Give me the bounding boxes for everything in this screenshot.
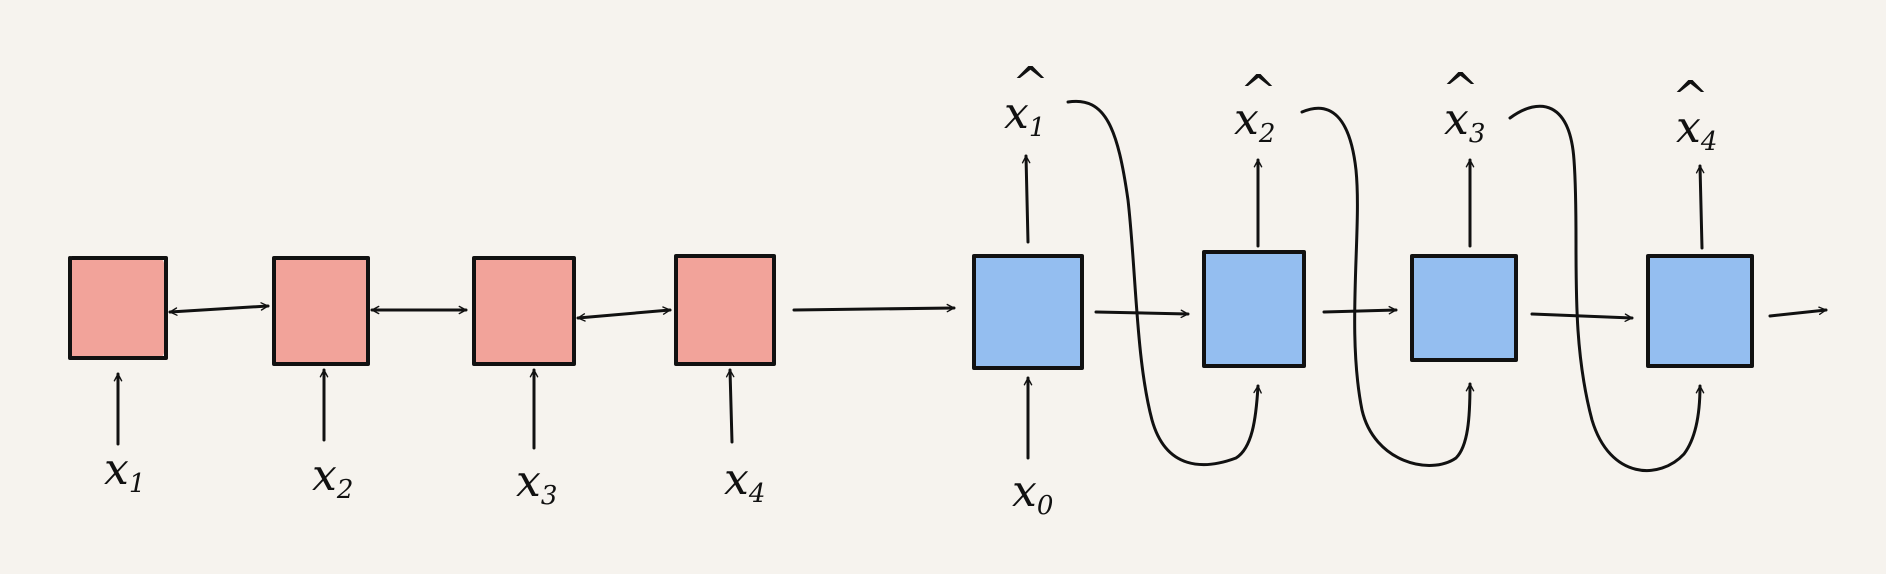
encoder-cell-4: [674, 254, 776, 366]
decoder-cell-outline: [1410, 254, 1518, 362]
decoder-cell-1: [972, 254, 1084, 370]
input-label-x3: x3: [516, 456, 557, 511]
output-label-text: x3: [1444, 94, 1485, 149]
decoder-cell-outline: [972, 254, 1084, 370]
output-label-xhat3: ^ x3: [1442, 64, 1485, 149]
decoder-output-arrow: [1768, 306, 1828, 318]
feedback-loop-1: [1066, 99, 1262, 467]
output-arrow-1: [1021, 154, 1031, 244]
input-label-x1: x1: [104, 444, 145, 499]
decoder-cell-outline: [1646, 254, 1754, 368]
encoder-cell-fill: [474, 258, 574, 364]
encoder-cell-fill: [70, 258, 164, 358]
decoder-cell-fill: [974, 256, 1082, 368]
encoder-cell-outline: [674, 254, 776, 366]
hat-mark: ^: [1442, 64, 1479, 115]
hat-mark: ^: [1672, 72, 1709, 123]
decoder-cell-fill: [1648, 256, 1752, 366]
input-label-x0: x0: [1012, 466, 1053, 521]
decoder-arrow-2-3: [1322, 305, 1398, 315]
hat-mark: ^: [1012, 58, 1049, 109]
decoder-arrow-3-4: [1530, 312, 1634, 323]
decoder-cell-fill: [1412, 256, 1516, 360]
encoder-cell-outline: [68, 256, 168, 360]
encoder-cell-2: [272, 256, 370, 366]
encoder-cell-1: [68, 256, 168, 360]
decoder-cell-2: [1202, 250, 1306, 368]
encoder-cell-3: [472, 256, 576, 366]
output-label-xhat2: ^ x2: [1234, 66, 1277, 149]
output-label-text: x2: [1234, 94, 1275, 149]
output-label-xhat1: ^ x1: [1004, 58, 1049, 143]
hat-mark: ^: [1240, 66, 1277, 117]
decoder-cell-fill: [1204, 252, 1304, 366]
input-arrow-4: [725, 368, 735, 444]
encoder-cell-outline: [272, 256, 370, 366]
feedback-loop-3: [1508, 104, 1705, 473]
decoder-cell-outline: [1202, 250, 1306, 368]
context-arrow: [792, 303, 956, 313]
output-label-text: x1: [1004, 88, 1045, 143]
encoder-cell-fill: [274, 258, 368, 364]
output-label-text: x4: [1676, 102, 1717, 157]
encoder-cell-fill: [676, 256, 774, 364]
output-label-xhat4: ^ x4: [1672, 72, 1717, 157]
output-arrow-4: [1695, 164, 1705, 250]
decoder-cell-3: [1410, 254, 1518, 362]
input-label-x4: x4: [724, 454, 765, 509]
decoder-cell-4: [1646, 254, 1754, 368]
feedback-loop-2: [1300, 106, 1475, 467]
encoder-bidirectional-arrow-3-4: [576, 306, 672, 322]
input-label-x2: x2: [312, 450, 353, 505]
decoder-arrow-1-2: [1094, 309, 1190, 319]
encoder-bidirectional-arrow-1-2: [168, 302, 270, 316]
encoder-cell-outline: [472, 256, 576, 366]
